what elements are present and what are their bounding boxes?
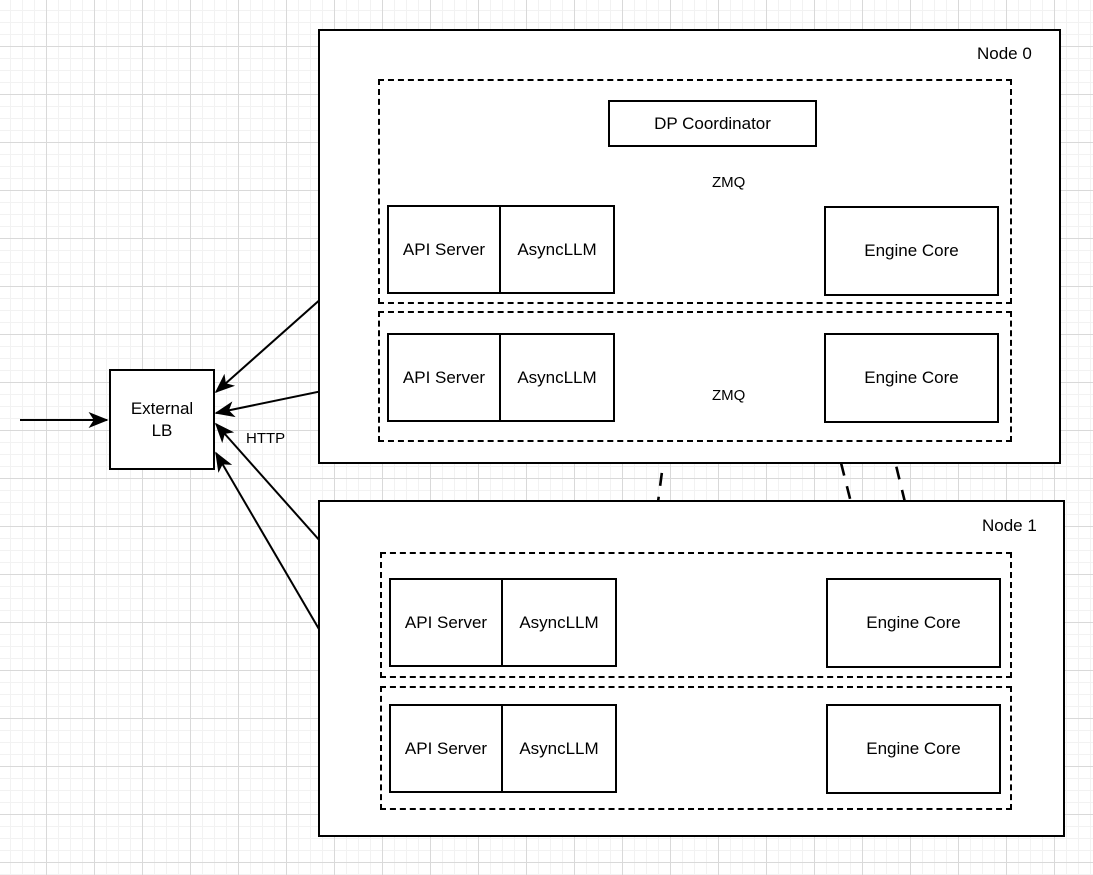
- node-1-label: Node 1: [982, 516, 1037, 535]
- dp-coordinator-label: DP Coordinator: [654, 113, 771, 133]
- dp-coordinator-box[interactable]: DP Coordinator: [608, 100, 817, 147]
- api-server-label-n0g1: API Server: [389, 335, 501, 420]
- zmq-label-coordinator: ZMQ: [712, 174, 746, 191]
- async-llm-label-n1g1: AsyncLLM: [519, 738, 599, 758]
- node-1-group-0: [380, 552, 1012, 678]
- engine-core-label-n1g0: Engine Core: [866, 613, 961, 633]
- engine-core-label-n0g0: Engine Core: [864, 241, 959, 261]
- engine-core-box-n0g1[interactable]: Engine Core: [824, 333, 999, 423]
- node-0-label: Node 0: [977, 44, 1032, 63]
- node-0-group-1: [378, 311, 1012, 442]
- api-server-unit-n0g0[interactable]: API Server AsyncLLM: [387, 205, 615, 294]
- external-lb-box[interactable]: External LB: [109, 369, 215, 470]
- external-lb-label-line1: External: [130, 399, 194, 419]
- api-server-label-n1g0: API Server: [391, 580, 503, 665]
- api-server-label-n1g1: API Server: [391, 706, 503, 791]
- api-server-unit-n1g0[interactable]: API Server AsyncLLM: [389, 578, 617, 667]
- engine-core-box-n0g0[interactable]: Engine Core: [824, 206, 999, 296]
- api-server-label-n0g0: API Server: [389, 207, 501, 292]
- zmq-label-n0g1: ZMQ: [712, 387, 746, 404]
- node-1-group-1: [380, 686, 1012, 810]
- async-llm-label-n0g0: AsyncLLM: [517, 239, 597, 259]
- async-llm-label-n1g0: AsyncLLM: [519, 612, 599, 632]
- external-lb-label-line2: LB: [151, 420, 173, 440]
- http-edge-label: HTTP: [246, 430, 286, 447]
- engine-core-label-n1g1: Engine Core: [866, 739, 961, 759]
- node-0-group-0: [378, 79, 1012, 304]
- engine-core-box-n1g0[interactable]: Engine Core: [826, 578, 1001, 668]
- api-server-unit-n0g1[interactable]: API Server AsyncLLM: [387, 333, 615, 422]
- engine-core-box-n1g1[interactable]: Engine Core: [826, 704, 1001, 794]
- engine-core-label-n0g1: Engine Core: [864, 368, 959, 388]
- api-server-unit-n1g1[interactable]: API Server AsyncLLM: [389, 704, 617, 793]
- async-llm-label-n0g1: AsyncLLM: [517, 367, 597, 387]
